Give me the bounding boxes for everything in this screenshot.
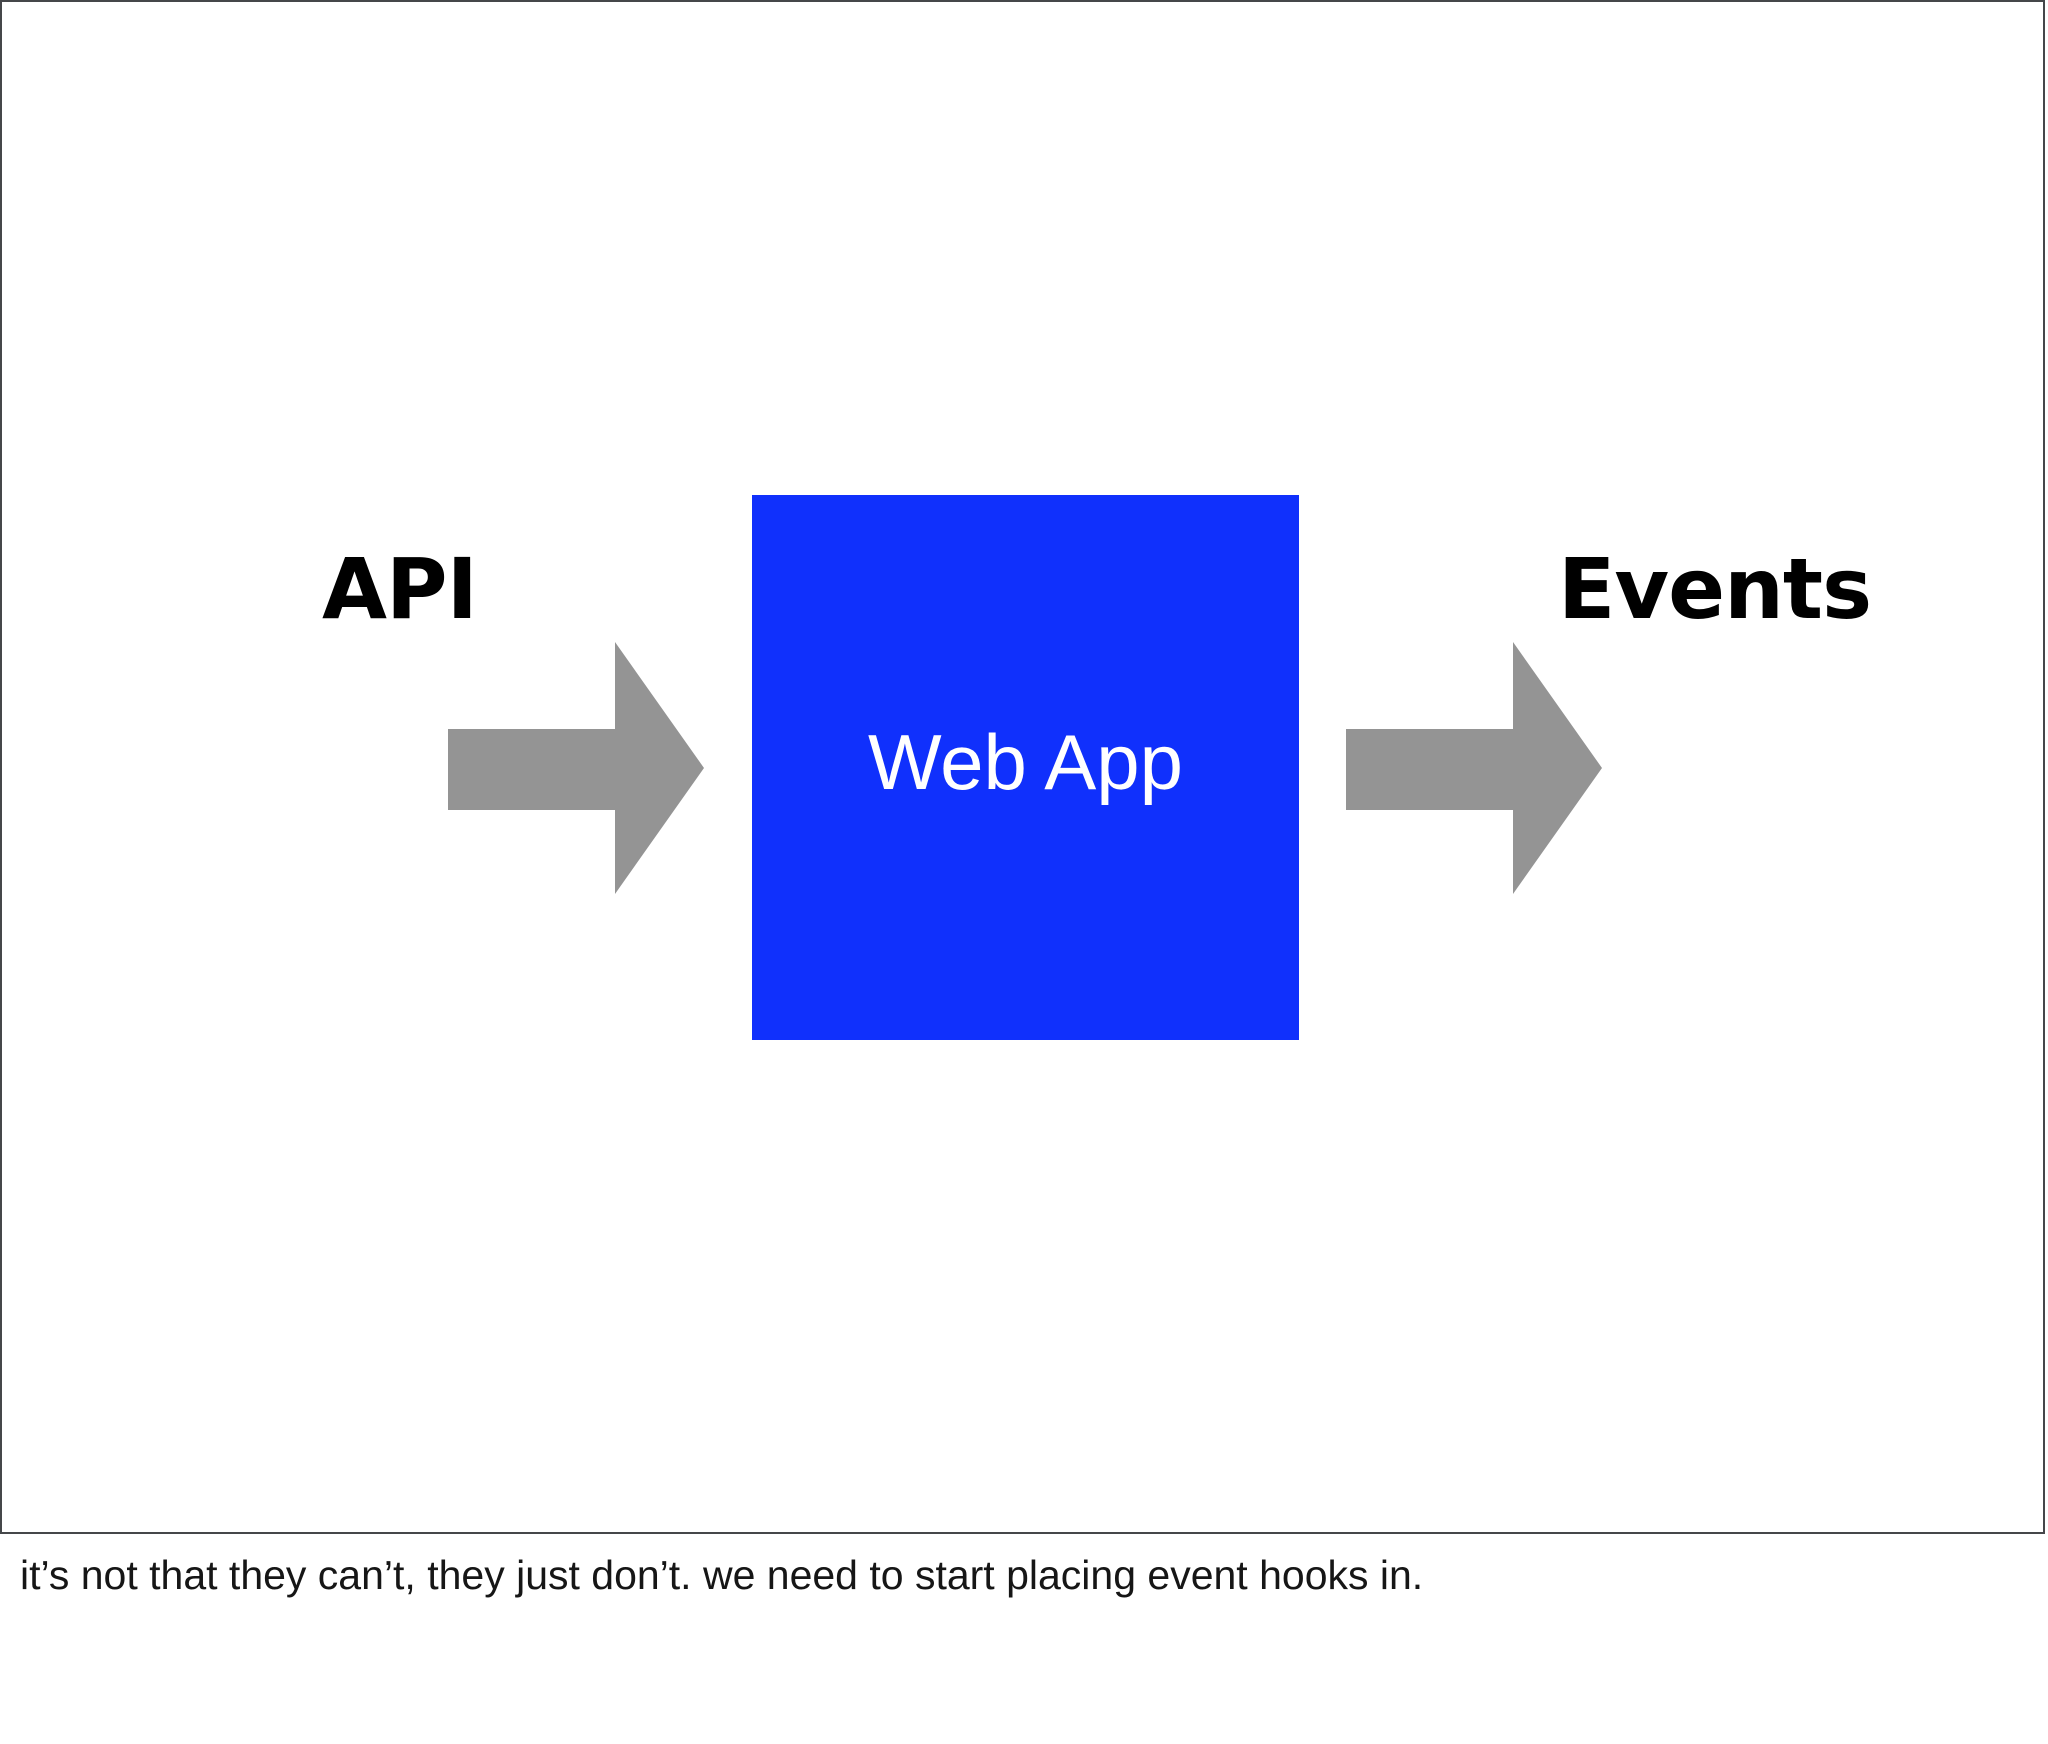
arrow-right-glyph: [448, 642, 704, 894]
slide-frame: API Web App Events: [0, 0, 2045, 1534]
flow-label-api: API: [322, 540, 478, 638]
arrow-right-glyph: [1346, 642, 1602, 894]
flow-diagram: API Web App Events: [2, 2, 2047, 1532]
webapp-node: Web App: [752, 495, 1299, 1040]
caption-bar: it’s not that they can’t, they just don’…: [0, 1536, 2048, 1744]
arrow-right-icon: [1346, 640, 1602, 896]
webapp-node-label: Web App: [867, 718, 1184, 806]
caption-text: it’s not that they can’t, they just don’…: [20, 1552, 1424, 1598]
flow-label-events: Events: [1558, 540, 1872, 638]
arrow-right-icon: [448, 640, 704, 896]
